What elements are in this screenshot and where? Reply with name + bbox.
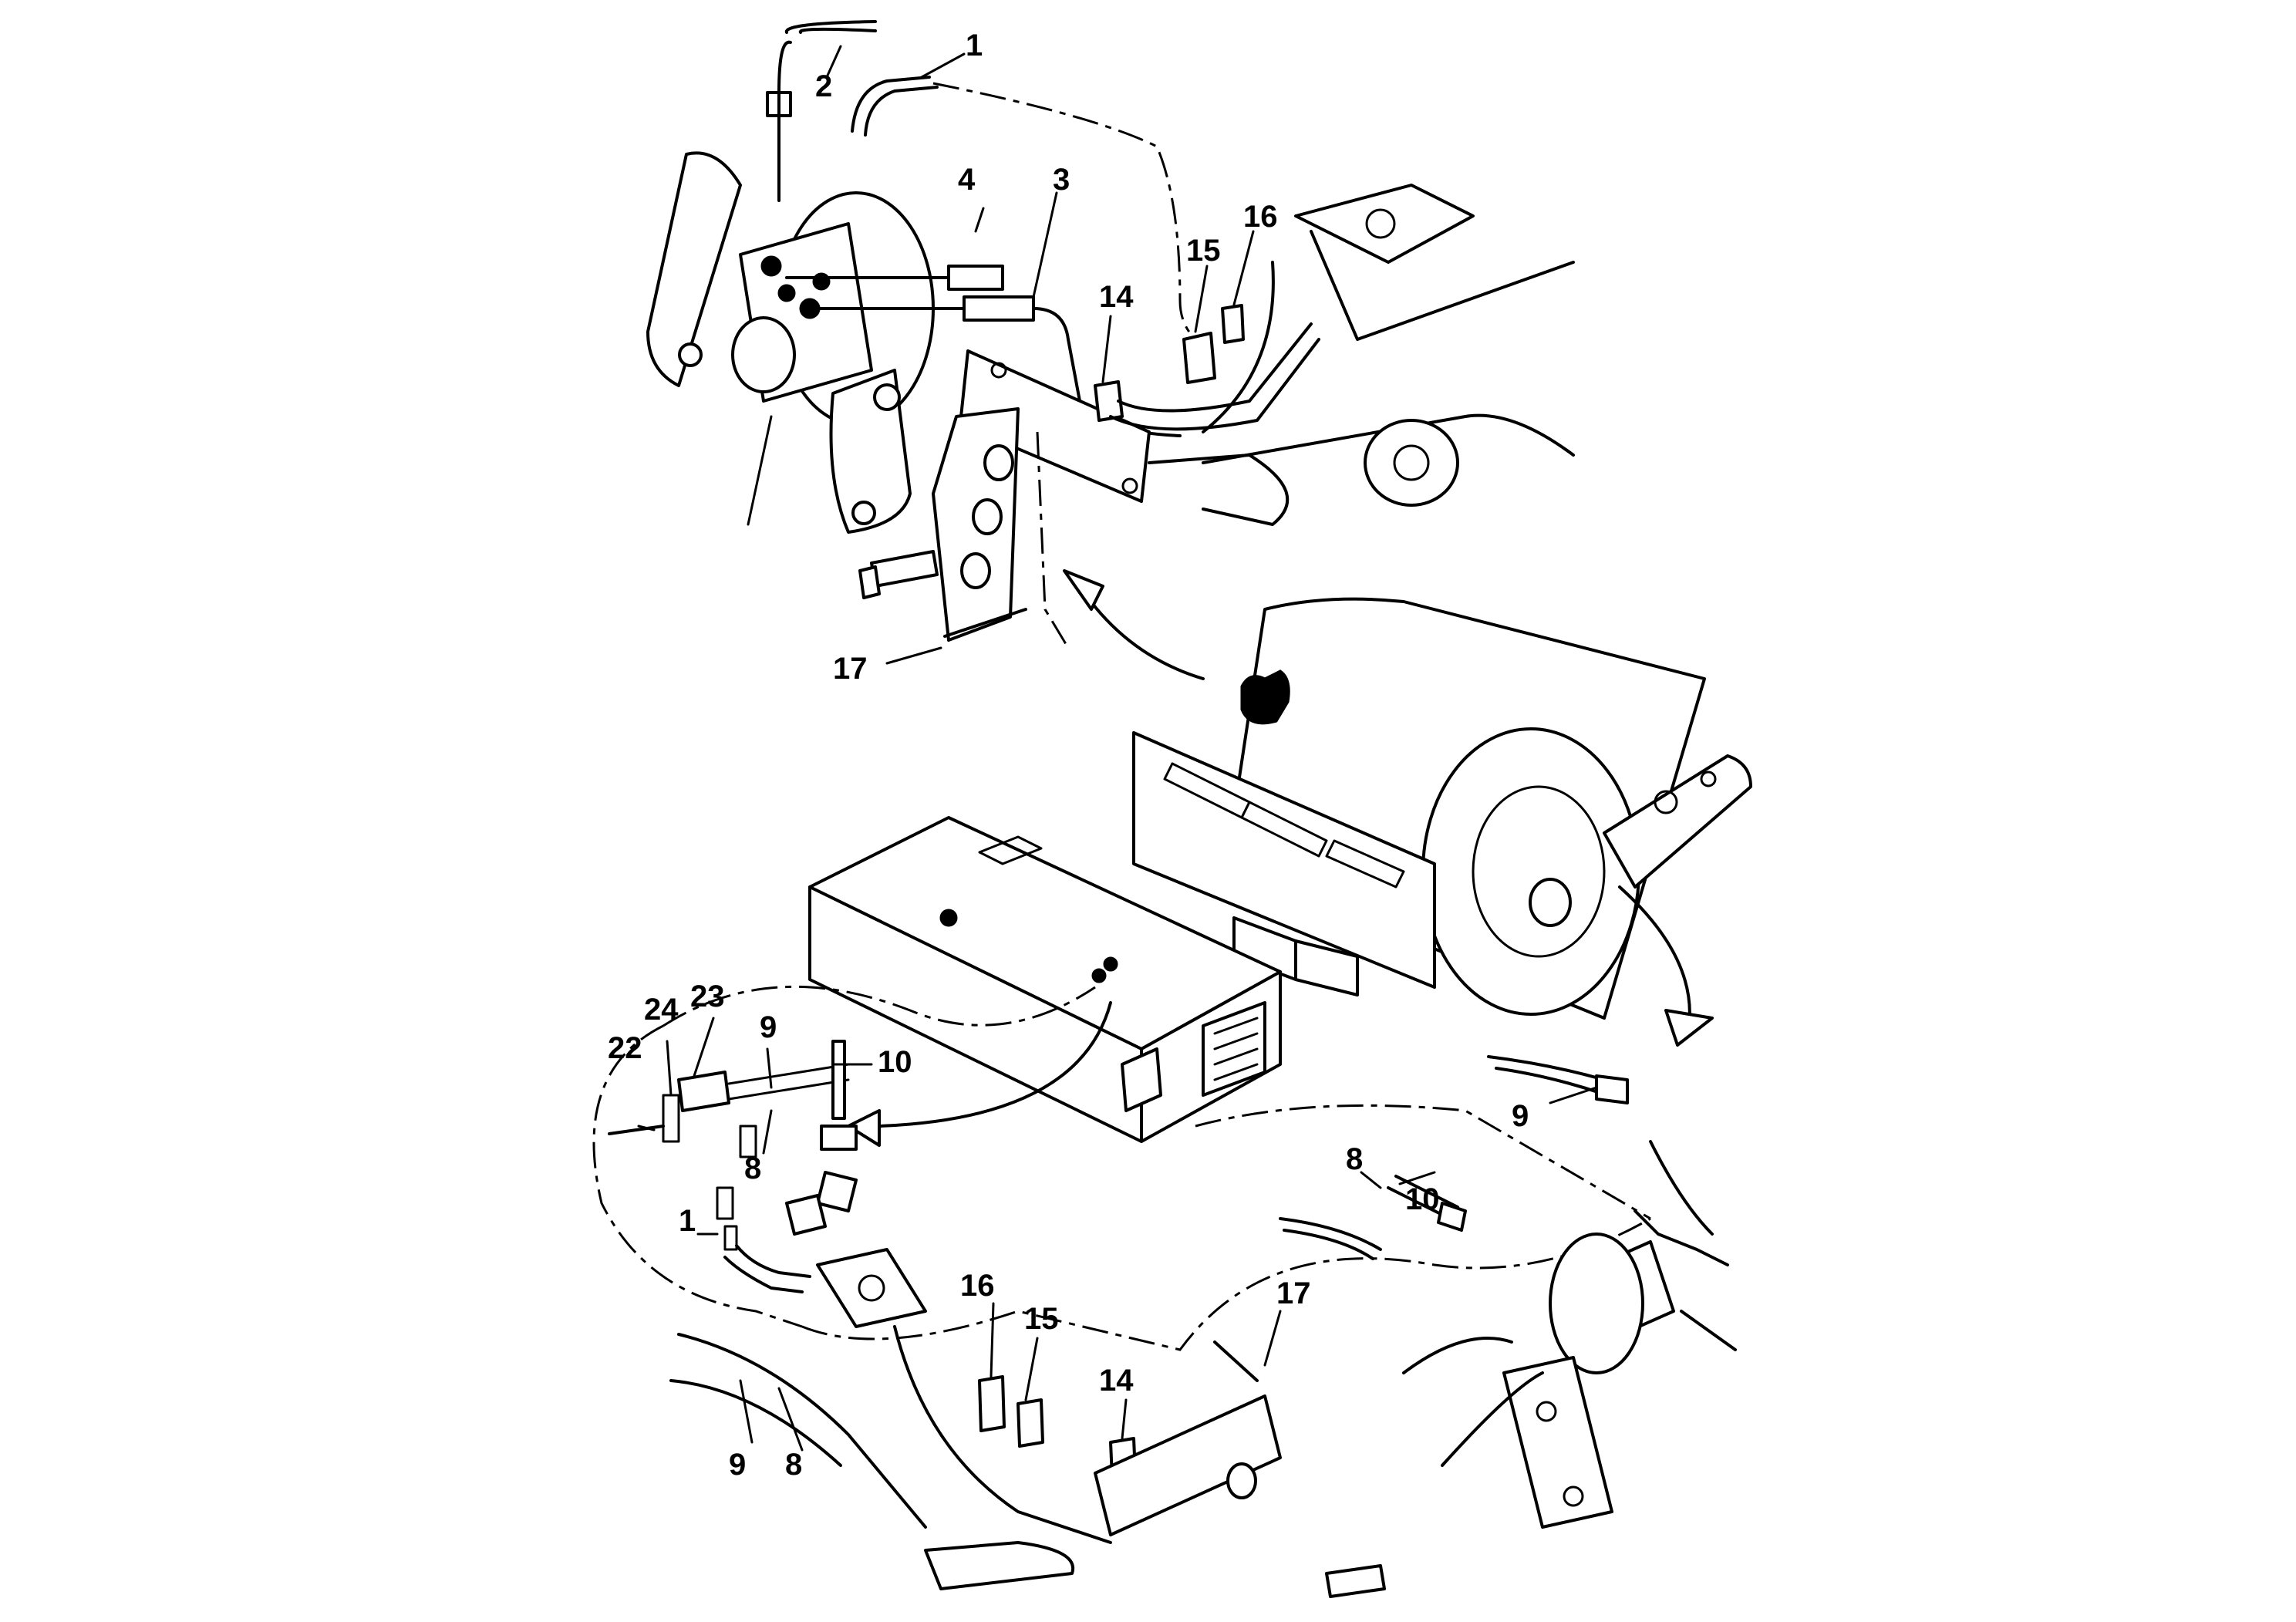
- callout-14-top: 14: [1099, 280, 1134, 314]
- callout-1-top: 1: [966, 29, 983, 62]
- callouts: 1 2 3 4 14 15 16 17 9 10 9 8 22 24 23 1 …: [608, 29, 1529, 1482]
- middle-assembly: [808, 569, 1752, 1147]
- callout-16-top: 16: [1243, 200, 1278, 234]
- callout-15-top: 15: [1186, 234, 1221, 268]
- callout-9-right: 9: [1512, 1099, 1529, 1133]
- callout-8-lower: 8: [785, 1448, 802, 1482]
- callout-3: 3: [1053, 163, 1070, 197]
- callout-16-lower: 16: [960, 1269, 995, 1303]
- callout-14-lower: 14: [1099, 1364, 1134, 1398]
- callout-9-lower: 9: [729, 1448, 746, 1482]
- callout-4: 4: [958, 163, 976, 197]
- callout-10-mid: 10: [878, 1045, 912, 1079]
- callout-8-right: 8: [1346, 1142, 1363, 1176]
- callout-23: 23: [690, 980, 725, 1013]
- callout-15-lower: 15: [1024, 1302, 1059, 1336]
- callout-9-detail: 9: [760, 1010, 777, 1044]
- callout-22: 22: [608, 1031, 642, 1065]
- callout-17-top: 17: [833, 652, 868, 686]
- callout-8-detail: 8: [744, 1152, 761, 1185]
- callout-24: 24: [644, 993, 679, 1027]
- callout-2: 2: [815, 69, 832, 103]
- callout-10-right: 10: [1405, 1182, 1440, 1216]
- top-assembly: [646, 20, 1575, 665]
- callout-17-lower: 17: [1276, 1276, 1311, 1310]
- callout-1-lower: 1: [679, 1204, 696, 1238]
- lower-assembly: [592, 985, 1737, 1598]
